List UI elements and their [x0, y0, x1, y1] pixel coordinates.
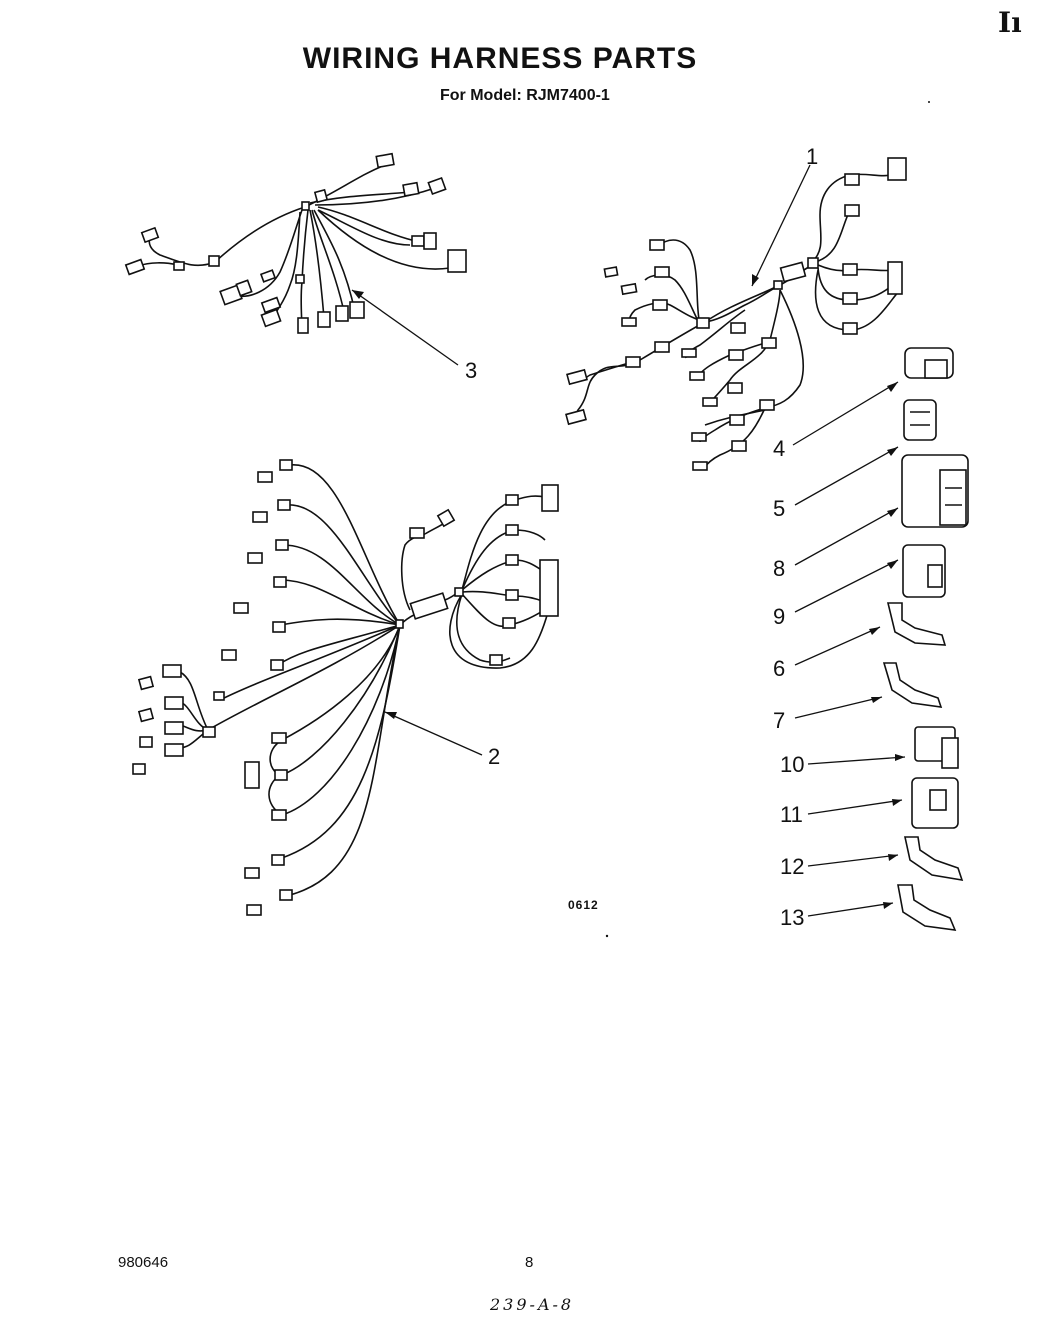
callout-8: 8 — [773, 556, 786, 581]
callout-12: 12 — [780, 854, 805, 879]
corner-mark: Iı — [998, 6, 1022, 39]
page-number: 8 — [525, 1254, 534, 1271]
harness-3 — [124, 152, 467, 334]
part-11 — [911, 777, 959, 829]
figure-code: 0612 — [568, 898, 599, 912]
part-5 — [903, 399, 937, 441]
document-number: 980646 — [118, 1254, 169, 1271]
page-title: WIRING HARNESS PARTS — [302, 42, 698, 75]
part-8 — [901, 454, 969, 528]
callout-10: 10 — [780, 752, 805, 777]
callout-3: 3 — [465, 358, 478, 383]
harness-2 — [132, 459, 559, 916]
handwritten-note: 239-A-8 — [490, 1295, 575, 1314]
callout-4: 4 — [773, 436, 786, 461]
harness-1 — [565, 157, 907, 471]
part-12 — [904, 836, 964, 882]
callout-7: 7 — [773, 708, 786, 733]
callout-2: 2 — [488, 744, 501, 769]
callout-5: 5 — [773, 496, 786, 521]
callout-1: 1 — [806, 144, 819, 169]
part-4 — [904, 347, 954, 379]
callout-9: 9 — [773, 604, 786, 629]
callout-6: 6 — [773, 656, 786, 681]
model-subtitle: For Model: RJM7400-1 — [440, 87, 610, 104]
leader-lines — [351, 164, 906, 917]
part-7 — [882, 662, 943, 708]
part-10 — [914, 726, 959, 769]
callout-13: 13 — [780, 905, 805, 930]
callout-11: 11 — [780, 802, 803, 827]
part-13 — [897, 884, 957, 931]
part-6 — [886, 602, 947, 646]
part-9 — [902, 544, 946, 598]
